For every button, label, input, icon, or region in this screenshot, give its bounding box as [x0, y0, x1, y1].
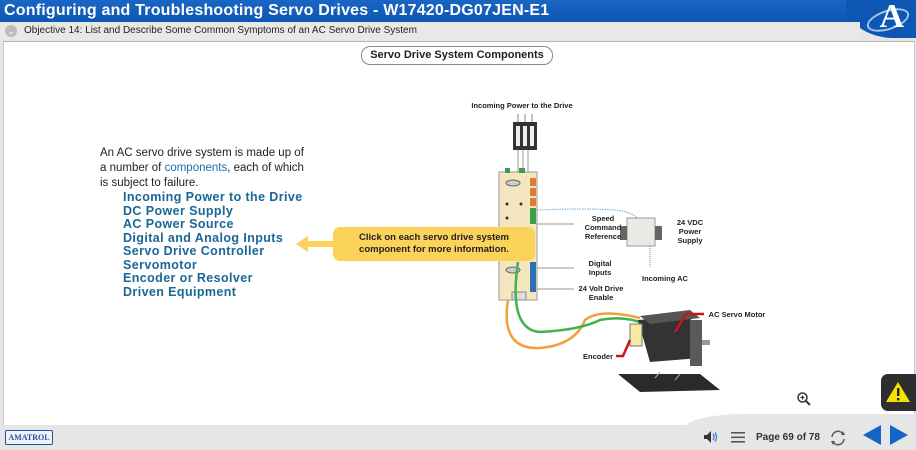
- footer-bar: [0, 425, 916, 450]
- page-indicator: Page 69 of 78: [756, 432, 820, 443]
- instruction-callout: Click on each servo drive system compone…: [333, 227, 535, 261]
- incoming-power-disconnect[interactable]: [513, 114, 537, 172]
- warning-button[interactable]: [881, 374, 916, 411]
- logo-letter: A: [879, 0, 904, 35]
- ac-servo-motor[interactable]: [618, 310, 720, 392]
- app-title: Configuring and Troubleshooting Servo Dr…: [4, 2, 550, 19]
- intro-text-after: , each of which is subject to failure.: [100, 162, 304, 189]
- component-link-incoming-power[interactable]: Incoming Power to the Drive: [123, 190, 303, 204]
- feedback-cable-green: [514, 261, 641, 334]
- label-drive-enable[interactable]: 24 Volt Drive Enable: [578, 284, 624, 302]
- chevron-down-icon[interactable]: ⌄: [5, 25, 17, 37]
- menu-icon[interactable]: [731, 432, 745, 443]
- encoder-pointer: [616, 339, 632, 358]
- label-digital-inputs[interactable]: Digital Inputs: [588, 259, 612, 277]
- component-list: Incoming Power to the Drive DC Power Sup…: [123, 190, 303, 299]
- objective-text: Objective 14: List and Describe Some Com…: [24, 25, 417, 36]
- power-cable-orange: [505, 299, 641, 350]
- label-incoming-power[interactable]: Incoming Power to the Drive: [471, 101, 573, 110]
- refresh-icon[interactable]: [829, 429, 847, 447]
- dc-power-supply[interactable]: [620, 217, 662, 268]
- section-title: Servo Drive System Components: [361, 46, 553, 65]
- label-encoder[interactable]: Encoder: [582, 352, 613, 361]
- motor-pointer: [673, 312, 704, 333]
- label-incoming-ac[interactable]: Incoming AC: [642, 274, 688, 283]
- component-link-dc-power-supply[interactable]: DC Power Supply: [123, 203, 234, 218]
- title-bar: Configuring and Troubleshooting Servo Dr…: [0, 0, 916, 22]
- label-speed-command[interactable]: Speed Command Reference: [584, 214, 622, 241]
- audio-icon[interactable]: [703, 430, 719, 444]
- amatrol-logo: AMATROL: [5, 430, 53, 445]
- callout-arrow-icon: [296, 236, 336, 252]
- objective-bar: [0, 22, 860, 40]
- power-supply-wire: [536, 208, 641, 223]
- intro-text-before: An AC servo drive system is made up of a…: [100, 147, 304, 174]
- warning-icon: [886, 382, 910, 402]
- component-link-servomotor[interactable]: Servomotor: [123, 257, 198, 272]
- label-power-supply[interactable]: 24 VDC Power Supply: [676, 218, 704, 245]
- next-page-button[interactable]: [888, 424, 910, 446]
- label-ac-servo-motor[interactable]: AC Servo Motor: [708, 310, 766, 319]
- component-link-driven-equipment[interactable]: Driven Equipment: [123, 284, 237, 299]
- intro-paragraph: An AC servo drive system is made up of a…: [100, 146, 310, 191]
- encoder[interactable]: [629, 323, 643, 347]
- zoom-in-icon[interactable]: [796, 391, 812, 407]
- component-link-ac-power-source[interactable]: AC Power Source: [123, 217, 234, 231]
- component-link-servo-drive-controller[interactable]: Servo Drive Controller: [123, 244, 265, 258]
- component-link-encoder-resolver[interactable]: Encoder or Resolver: [123, 271, 253, 285]
- footer-curve: [685, 414, 916, 428]
- component-link-digital-analog-inputs[interactable]: Digital and Analog Inputs: [123, 230, 284, 245]
- components-link[interactable]: components: [164, 162, 228, 174]
- previous-page-button[interactable]: [861, 424, 883, 446]
